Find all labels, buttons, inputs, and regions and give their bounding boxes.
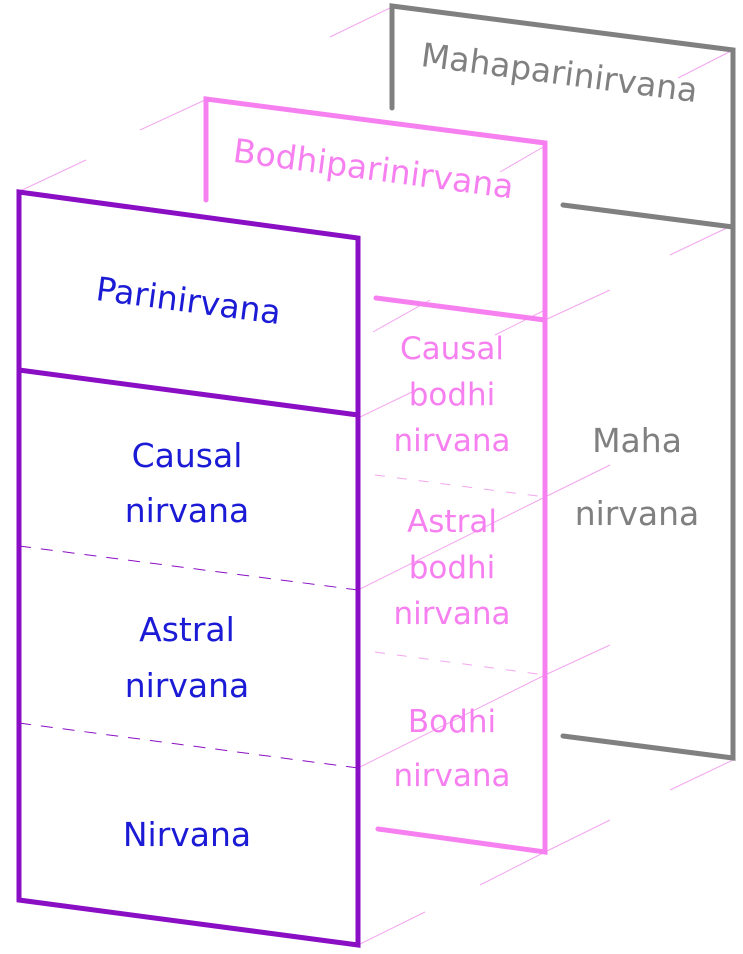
front-layer-2-line2: nirvana (125, 666, 250, 705)
middle-layer-2-line1: Astral (407, 504, 497, 540)
middle-layer-1-line3: nirvana (394, 423, 511, 459)
front-layer-1-line1: Causal (132, 436, 243, 475)
middle-layer-1-line1: Causal (400, 331, 504, 367)
front-panel-dashed-dividers (18, 545, 359, 769)
front-layer-2-line1: Astral (139, 610, 235, 649)
middle-panel-outline (203, 96, 548, 855)
front-panel-title: Parinirvana (94, 269, 283, 332)
middle-layer-1-line2: bodhi (409, 377, 496, 413)
middle-layer-2-line3: nirvana (394, 596, 511, 632)
front-panel-labels: Parinirvana Causal nirvana Astral nirvan… (94, 269, 283, 854)
front-layer-1-line2: nirvana (125, 491, 250, 530)
front-dashed-divider-2 (18, 722, 359, 769)
back-panel-body-line1: Maha (592, 421, 682, 460)
front-dashed-divider-1 (18, 545, 359, 591)
middle-layer-2-line2: bodhi (409, 550, 496, 586)
back-panel-body-line2: nirvana (575, 494, 700, 533)
front-panel (16, 189, 361, 948)
middle-layer-3-line1: Bodhi (408, 704, 496, 740)
middle-panel-labels: Bodhiparinirvana Causal bodhi nirvana As… (231, 131, 516, 794)
middle-panel (203, 96, 548, 855)
back-panel-outline-top (389, 3, 736, 761)
middle-layer-3-line2: nirvana (394, 758, 511, 794)
guide-lines (19, 7, 734, 946)
front-panel-divider (18, 367, 359, 418)
back-panel-divider (560, 202, 736, 230)
middle-panel-title: Bodhiparinirvana (231, 131, 516, 207)
middle-panel-divider (373, 295, 548, 323)
back-panel-title: Mahaparinirvana (419, 35, 700, 110)
front-panel-outline (16, 189, 361, 948)
front-layer-3-line1: Nirvana (123, 815, 251, 854)
back-panel (389, 3, 736, 761)
